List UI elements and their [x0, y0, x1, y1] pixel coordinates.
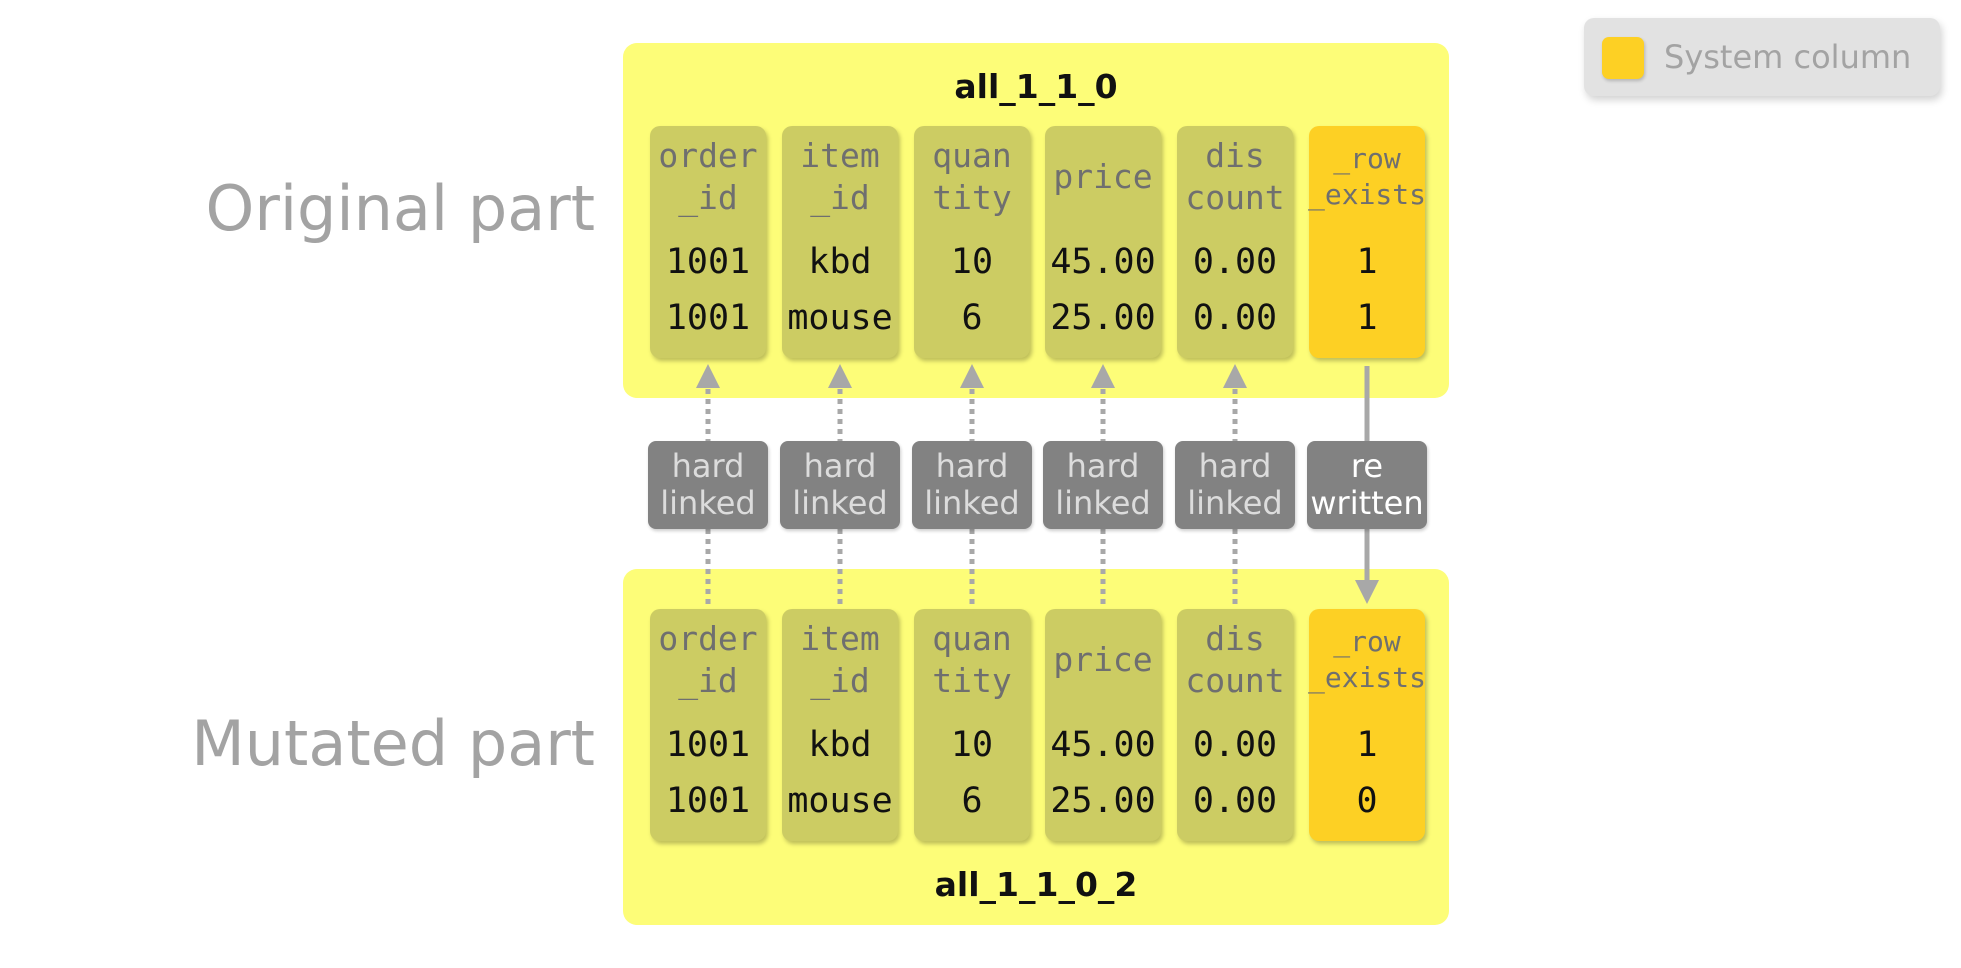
original-column-2: quan tity 10 6 — [914, 126, 1030, 358]
original-column-3: price 45.00 25.00 — [1045, 126, 1161, 358]
mutated-column-5: _row _exists 1 0 — [1308, 609, 1427, 841]
original-part-label: Original part — [205, 172, 595, 245]
column-value: 45.00 — [1050, 242, 1156, 282]
column-name: _row _exists — [1308, 625, 1427, 694]
column-name: quan tity — [932, 619, 1012, 700]
column-name: quan tity — [932, 136, 1012, 217]
column-name: price — [1053, 157, 1153, 196]
column-value: 1001 — [665, 781, 751, 821]
column-value: 1001 — [665, 298, 751, 338]
column-name: order _id — [658, 619, 758, 700]
column-name: item _id — [800, 619, 880, 700]
column-name: item _id — [800, 136, 880, 217]
hard-linked-box-1: hard linked — [780, 441, 900, 529]
hard-linked-box-2: hard linked — [912, 441, 1032, 529]
column-value: 25.00 — [1050, 781, 1156, 821]
mutated-part-title: all_1_1_0_2 — [934, 865, 1138, 904]
column-value: 1 — [1356, 298, 1378, 338]
mutated-column-4: dis count 0.00 0.00 — [1177, 609, 1293, 841]
legend: System column — [1584, 18, 1940, 96]
column-value: 1001 — [665, 242, 751, 282]
column-name: price — [1053, 640, 1153, 679]
column-value: kbd — [808, 242, 872, 282]
column-name: _row _exists — [1308, 142, 1427, 211]
column-value: 0.00 — [1192, 725, 1278, 765]
column-value: 6 — [961, 298, 983, 338]
mutated-column-0: order _id 1001 1001 — [650, 609, 766, 841]
column-name: dis count — [1185, 136, 1285, 217]
column-value: 1001 — [665, 725, 751, 765]
original-column-5: _row _exists 1 1 — [1308, 126, 1427, 358]
mutated-column-3: price 45.00 25.00 — [1045, 609, 1161, 841]
column-name: order _id — [658, 136, 758, 217]
mutated-column-2: quan tity 10 6 — [914, 609, 1030, 841]
column-value: 0.00 — [1192, 781, 1278, 821]
original-part-title: all_1_1_0 — [954, 67, 1118, 106]
legend-label: System column — [1664, 38, 1912, 76]
system-column-swatch — [1602, 37, 1644, 79]
hard-linked-box-0: hard linked — [648, 441, 768, 529]
rewritten-box-5: re written — [1307, 441, 1427, 529]
column-value: 1 — [1356, 725, 1378, 765]
column-value: 10 — [950, 242, 994, 282]
column-value: 10 — [950, 725, 994, 765]
column-value: 0 — [1356, 781, 1378, 821]
original-column-0: order _id 1001 1001 — [650, 126, 766, 358]
column-value: kbd — [808, 725, 872, 765]
column-value: 1 — [1356, 242, 1378, 282]
original-column-4: dis count 0.00 0.00 — [1177, 126, 1293, 358]
column-value: 25.00 — [1050, 298, 1156, 338]
column-value: 45.00 — [1050, 725, 1156, 765]
column-name: dis count — [1185, 619, 1285, 700]
column-value: 0.00 — [1192, 298, 1278, 338]
column-value: 6 — [961, 781, 983, 821]
hard-linked-box-3: hard linked — [1043, 441, 1163, 529]
hard-linked-box-4: hard linked — [1175, 441, 1295, 529]
column-value: mouse — [787, 298, 893, 338]
column-value: 0.00 — [1192, 242, 1278, 282]
column-value: mouse — [787, 781, 893, 821]
mutated-part-label: Mutated part — [191, 707, 595, 780]
